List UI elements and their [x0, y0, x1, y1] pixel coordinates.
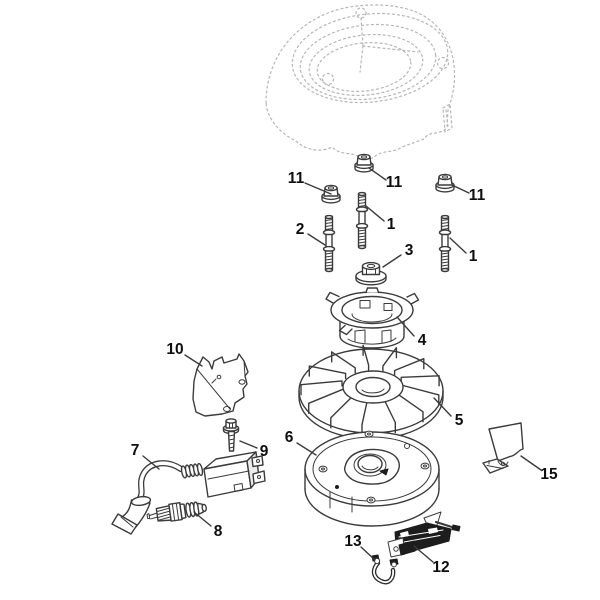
spark-plug-8: [146, 501, 207, 522]
callout-3: 3: [404, 242, 414, 259]
callout-6: 6: [284, 429, 294, 446]
callout-7: 7: [130, 442, 140, 459]
cover-plate-6: [304, 430, 440, 527]
callout-1-right: 1: [468, 248, 478, 265]
bracket-10: [192, 353, 249, 417]
stud-2-left: [322, 214, 336, 273]
callout-5: 5: [454, 412, 464, 429]
callout-2: 2: [295, 221, 305, 238]
callout-9: 9: [259, 443, 269, 460]
flange-bolt-9: [222, 418, 240, 452]
starter-cup-4: [325, 287, 420, 349]
callout-12: 12: [432, 559, 450, 576]
stud-1-center: [355, 191, 369, 250]
flywheel-5: [298, 344, 444, 440]
callout-11-left: 11: [287, 170, 305, 187]
callout-11-right: 11: [468, 187, 486, 204]
callout-8: 8: [213, 523, 223, 540]
sleeve-11-right: [435, 173, 455, 193]
callout-4: 4: [417, 332, 427, 349]
flange-nut-3: [355, 261, 387, 286]
retaining-plate-15: [482, 422, 524, 474]
callout-13: 13: [344, 533, 362, 550]
ignition-coil-7: [111, 451, 266, 535]
stop-switch-12: [387, 511, 461, 558]
ground-wire-13: [371, 554, 399, 585]
callout-1-center: 1: [386, 216, 396, 233]
callout-11-center: 11: [385, 174, 403, 191]
callout-10: 10: [166, 341, 184, 358]
callout-15: 15: [540, 466, 558, 483]
leader-lines: [142, 167, 542, 563]
stud-1-right: [438, 214, 452, 273]
blower-housing-outline: [265, 4, 456, 160]
